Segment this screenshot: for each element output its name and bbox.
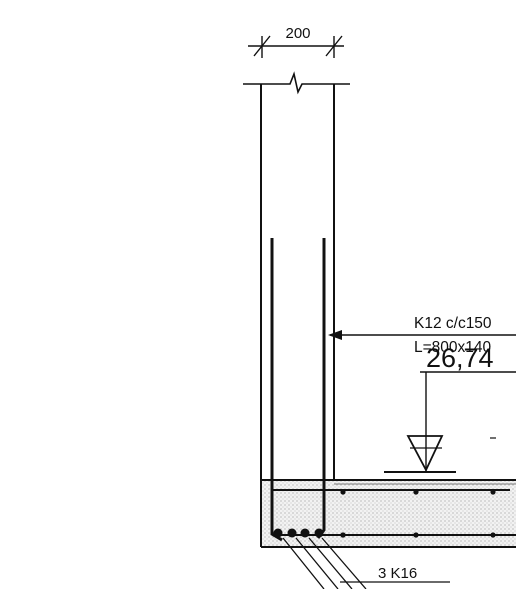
level-label: 26,74 bbox=[426, 343, 494, 373]
wall-outline bbox=[260, 84, 335, 480]
bottom-corner-bars bbox=[273, 528, 324, 538]
wall-thickness-label: 200 bbox=[285, 25, 310, 42]
slab-rebar-dots bbox=[340, 489, 496, 538]
bottom-rebar-leader bbox=[282, 537, 450, 589]
wall-thickness-dimension: 200 bbox=[248, 25, 344, 58]
wall-rebar-leader bbox=[328, 330, 516, 340]
wall-rebar-label: K12 c/c150 bbox=[414, 315, 492, 332]
break-line bbox=[243, 71, 350, 95]
bottom-rebar-label: 3 K16 bbox=[378, 565, 417, 582]
level-mark bbox=[384, 371, 516, 473]
rebar-length-label: L=800x140 bbox=[414, 339, 492, 356]
